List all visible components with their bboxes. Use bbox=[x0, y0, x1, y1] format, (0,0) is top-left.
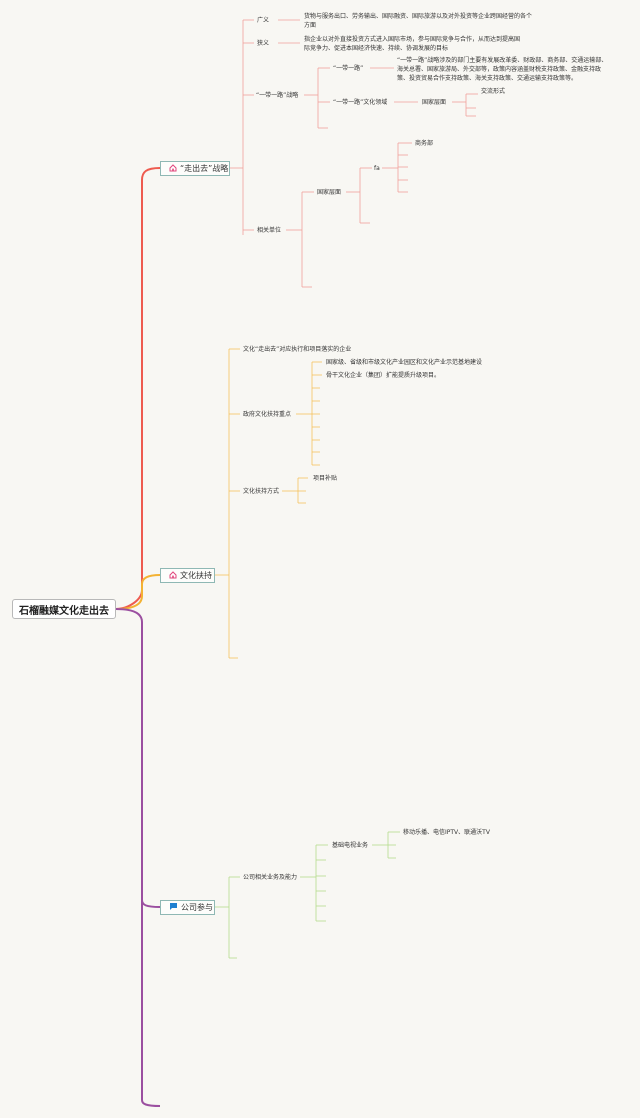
branch2-lines bbox=[215, 348, 322, 659]
branch3-lines bbox=[215, 831, 400, 959]
branch-company-label: 公司参与 bbox=[181, 903, 213, 912]
gov-focus-label[interactable]: 政府文化扶持重点 bbox=[243, 411, 292, 418]
narrow-label[interactable]: 狭义 bbox=[257, 40, 270, 47]
branch-company-node[interactable]: 公司参与 bbox=[160, 900, 215, 915]
branch-zouchuqu-label: “走出去”战略 bbox=[180, 164, 229, 173]
company-biz-label[interactable]: 公司相关业务及能力 bbox=[243, 874, 298, 881]
exchange-form-label[interactable]: 交流形式 bbox=[481, 88, 506, 95]
units-label[interactable]: 相关单位 bbox=[257, 227, 282, 234]
units-fa-label[interactable]: fa bbox=[374, 165, 380, 172]
home-icon bbox=[169, 163, 177, 174]
gov-focus-item2[interactable]: 骨干文化企业（集团）扩能提质升级项目。 bbox=[326, 372, 441, 379]
branch-zouchuqu-node[interactable]: “走出去”战略 bbox=[160, 161, 230, 176]
tv-platforms-label[interactable]: 移动乐播、电信IPTV、联通沃TV bbox=[403, 829, 490, 836]
trunk-purple-branch bbox=[141, 899, 161, 908]
commerce-ministry-label[interactable]: 商务部 bbox=[415, 140, 434, 147]
branch1-lines bbox=[230, 19, 478, 288]
bri-sub2-label[interactable]: “一带一路”文化领域 bbox=[333, 99, 388, 106]
project-subsidy-label[interactable]: 项目补贴 bbox=[313, 475, 338, 482]
branch-culture-support-label: 文化扶持 bbox=[180, 571, 212, 580]
trunk-orange bbox=[115, 574, 161, 610]
gov-focus-item1[interactable]: 国家级、省级和市级文化产业园区和文化产业示范基地建设 bbox=[326, 359, 483, 366]
trunk-purple bbox=[115, 608, 161, 1107]
root-node[interactable]: 石榴融媒文化走出去 bbox=[12, 599, 116, 619]
flag-icon bbox=[169, 902, 178, 913]
units-national-label[interactable]: 国家层面 bbox=[317, 189, 342, 196]
culture-enterprise-label[interactable]: 文化“走出去”对应执行和项目落实的企业 bbox=[243, 346, 352, 353]
broad-desc[interactable]: 货物与服务出口、劳务输出、国际融资、国际旅游以及对外投资等企业跨国经营的各个方面 bbox=[304, 13, 533, 29]
narrow-desc[interactable]: 指企业以对外直接投资方式进入国际市场，参与国际竞争与合作，从而达到提高国际竞争力… bbox=[304, 36, 521, 52]
basic-tv-label[interactable]: 基础电视业务 bbox=[332, 842, 369, 849]
bri-national-label[interactable]: 国家层面 bbox=[422, 99, 447, 106]
bri-sub1-desc[interactable]: “一带一路”战略涉及的部门主要有发展改革委、财政部、商务部、交通运输部、海关总署… bbox=[397, 57, 608, 82]
broad-label[interactable]: 广义 bbox=[257, 17, 270, 24]
trunk-red bbox=[115, 167, 161, 610]
bri-sub1-label[interactable]: “一带一路” bbox=[333, 65, 364, 72]
branch-culture-support-node[interactable]: 文化扶持 bbox=[160, 568, 215, 583]
support-method-label[interactable]: 文化扶持方式 bbox=[243, 488, 280, 495]
home-icon bbox=[169, 570, 177, 581]
bri-label[interactable]: “一带一路”战略 bbox=[256, 92, 299, 99]
